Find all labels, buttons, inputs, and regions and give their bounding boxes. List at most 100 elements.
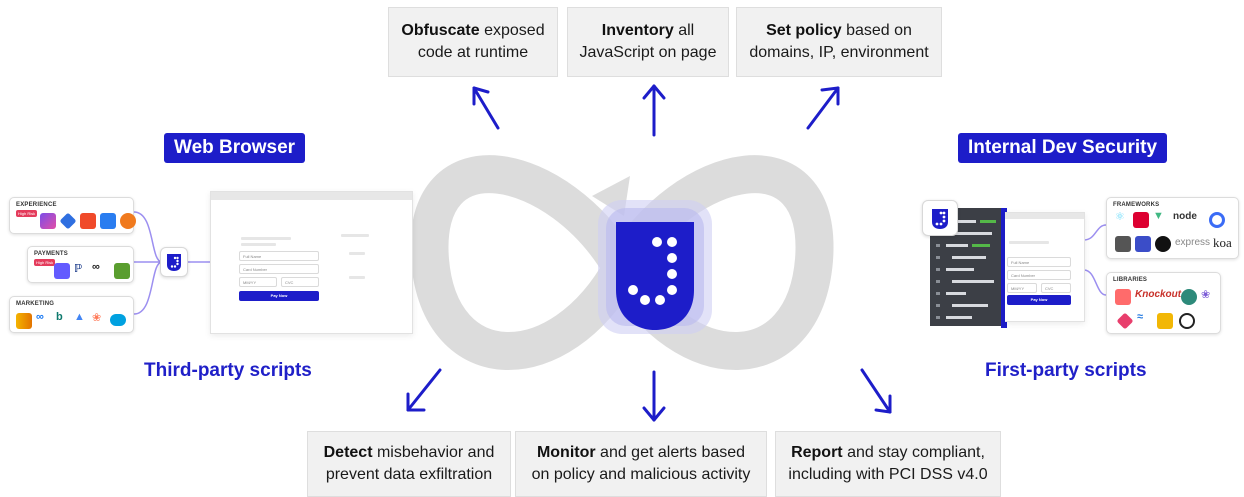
monitor-text: and get alerts based (595, 444, 746, 461)
arrow-detect (406, 368, 442, 412)
salesforce-logo-icon (110, 314, 126, 326)
full-name-field[interactable]: Full Name (239, 251, 319, 261)
angular-logo-icon (1133, 212, 1149, 228)
pay-now-button[interactable]: Pay Now (1007, 295, 1071, 305)
hubspot-logo-icon: ❀ (92, 312, 102, 324)
set-policy-line2: domains, IP, environment (749, 44, 929, 61)
frameworks-card: FRAMEWORKS ⚛ ▼ node express koa (1106, 197, 1239, 259)
meta-logo-icon: ∞ (36, 311, 44, 323)
experience-logo-1-icon (40, 213, 56, 229)
connector-frameworks (1083, 224, 1107, 241)
express-logo-text: express (1175, 237, 1211, 248)
pay-now-button[interactable]: Pay Now (239, 291, 319, 301)
editor-divider (1001, 208, 1007, 328)
monitor-box: Monitor and get alerts based on policy an… (515, 431, 767, 497)
libraries-card: LIBRARIES Knockout. ❀ ≈ (1106, 272, 1221, 334)
obfuscate-bold: Obfuscate (401, 22, 480, 39)
stripe-logo-icon (54, 263, 70, 279)
link-logo-icon: ∞ (92, 261, 100, 273)
knockout-logo-text: Knockout. (1135, 289, 1184, 300)
paypal-logo-icon: ℙ (74, 263, 83, 275)
browser-title-bar (1005, 213, 1084, 219)
cvc-field[interactable]: CVC (281, 277, 319, 287)
obfuscate-line2: code at runtime (417, 44, 529, 61)
frameworks-card-title: FRAMEWORKS (1113, 202, 1160, 208)
payments-risk-badge: High Risk (34, 259, 56, 266)
connector-experience (133, 211, 163, 263)
inventory-line2: JavaScript on page (579, 44, 717, 61)
report-line2: including with PCI DSS v4.0 (788, 466, 988, 483)
experience-card-title: EXPERIENCE (16, 202, 57, 208)
arrow-report (860, 368, 892, 414)
cvc-field[interactable]: CVC (1041, 283, 1071, 293)
detect-box: Detect misbehavior and prevent data exfil… (307, 431, 511, 497)
dev-shield-badge (922, 200, 958, 236)
detect-text: misbehavior and (372, 444, 495, 461)
third-party-scripts-label: Third-party scripts (144, 360, 312, 381)
framework-ring-logo-icon (1209, 212, 1225, 228)
infinity-right-loop (605, 155, 834, 370)
library-circle-logo-icon (1181, 289, 1197, 305)
card-number-field[interactable]: Card Number (1007, 270, 1071, 280)
expiry-field[interactable]: MM/YY (1007, 283, 1037, 293)
obfuscate-text: exposed (479, 22, 545, 39)
shield-dots (628, 237, 677, 305)
payments-card-title: PAYMENTS (34, 251, 68, 257)
monitor-bold: Monitor (536, 444, 596, 461)
arrow-monitor (642, 370, 666, 422)
detect-line2: prevent data exfiltration (325, 466, 493, 483)
library-diamond-logo-icon (1116, 312, 1134, 330)
placeholder-line (349, 252, 365, 255)
detect-bold: Detect (323, 444, 373, 461)
arrow-obfuscate (472, 86, 500, 130)
placeholder-line (241, 237, 291, 240)
experience-logo-5-icon (120, 213, 136, 229)
experience-risk-badge: High Risk (16, 210, 38, 217)
bing-logo-icon: b (56, 311, 63, 323)
right-browser-window: Full Name Card Number MM/YY CVC Pay Now (1005, 212, 1085, 322)
arrow-set-policy (806, 86, 840, 130)
marketing-card-title: MARKETING (16, 301, 55, 307)
marketing-card: MARKETING ∞ b ▲ ❀ (9, 296, 134, 333)
react-logo-icon: ⚛ (1115, 211, 1125, 223)
first-party-scripts-label: First-party scripts (985, 360, 1147, 381)
connector-marketing (133, 261, 163, 315)
placeholder-line (241, 243, 276, 246)
framework-box-logo-icon (1115, 236, 1131, 252)
set-policy-bold: Set policy (766, 22, 842, 39)
browser-shield-hub (160, 247, 188, 277)
connector-libraries (1083, 269, 1107, 296)
arrow-inventory (642, 84, 666, 137)
monitor-line2: on policy and malicious activity (531, 466, 751, 483)
card-number-field[interactable]: Card Number (239, 264, 319, 274)
shield-icon (932, 209, 948, 229)
code-lines (936, 220, 996, 319)
google-ads-logo-icon: ▲ (74, 311, 85, 323)
browser-title-bar (211, 192, 412, 200)
svelte-logo-icon (1115, 289, 1131, 305)
obfuscate-box: Obfuscate exposed code at runtime (388, 7, 558, 77)
experience-card: EXPERIENCE High Risk (9, 197, 136, 234)
full-name-field[interactable]: Full Name (1007, 257, 1071, 267)
left-browser-window: Full Name Card Number MM/YY CVC Pay Now (210, 191, 413, 334)
expiry-field[interactable]: MM/YY (239, 277, 277, 287)
report-text: and stay compliant, (842, 444, 985, 461)
library-knot-logo-icon: ❀ (1201, 289, 1211, 301)
experience-logo-4-icon (100, 213, 116, 229)
inventory-bold: Inventory (601, 22, 674, 39)
next-logo-icon (1155, 236, 1171, 252)
placeholder-line (349, 276, 365, 279)
library-bolt-logo-icon (1179, 313, 1195, 329)
node-logo-text: node (1173, 211, 1197, 222)
payments-card: PAYMENTS High Risk ℙ ∞ (27, 246, 134, 283)
internal-dev-security-title: Internal Dev Security (958, 133, 1168, 163)
vue-logo-icon: ▼ (1153, 210, 1164, 222)
web-browser-title: Web Browser (164, 133, 306, 163)
library-triangle-logo-icon (1157, 313, 1173, 329)
set-policy-text: based on (841, 22, 912, 39)
libraries-card-title: LIBRARIES (1113, 277, 1148, 283)
placeholder-line (1009, 241, 1049, 244)
library-wave-logo-icon: ≈ (1137, 311, 1144, 323)
